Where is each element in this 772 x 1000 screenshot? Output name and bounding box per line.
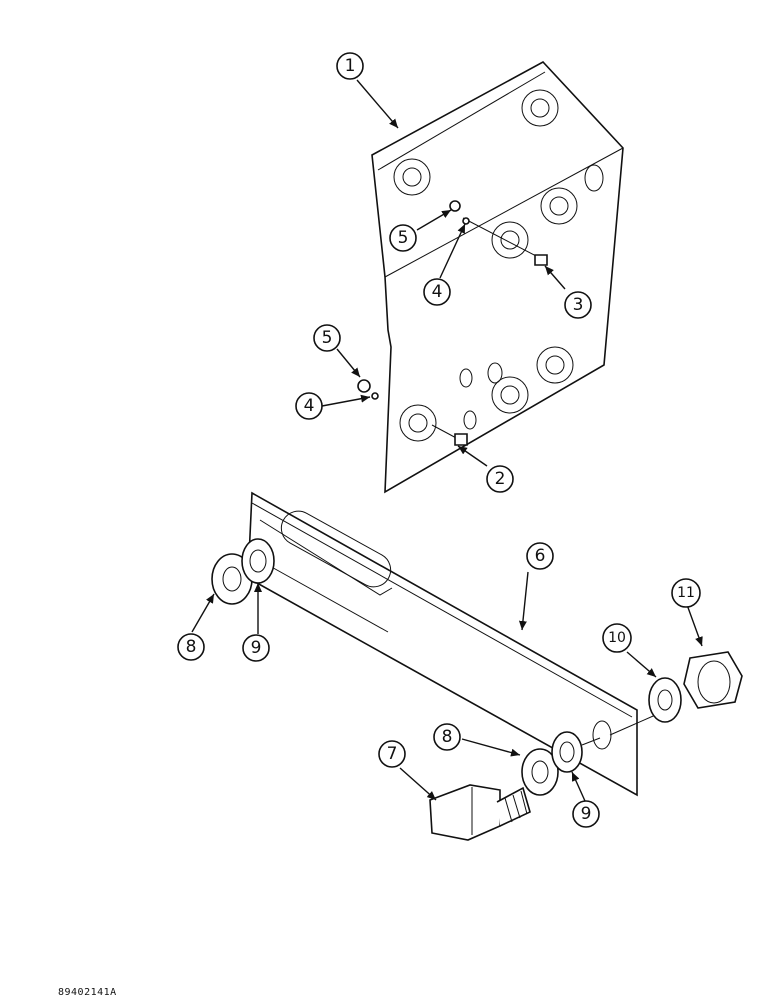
callout-1: 1 [336,52,364,80]
svg-text:10: 10 [608,630,626,646]
callout-9a: 9 [242,634,270,662]
callout-9b: 9 [572,800,600,828]
slotted-bar-part [247,491,661,797]
callout-5a: 5 [389,224,417,252]
callout-11: 11 [671,578,701,608]
svg-text:8: 8 [186,637,197,657]
svg-text:7: 7 [387,744,398,764]
svg-text:2: 2 [495,469,506,489]
svg-text:5: 5 [322,328,333,348]
bolt-assembly [429,731,601,841]
callout-4b: 4 [295,392,323,420]
callout-2: 2 [486,465,514,493]
leader-lines [191,79,703,802]
svg-text:4: 4 [432,282,443,302]
callout-8b: 8 [433,723,461,751]
callout-7: 7 [378,740,406,768]
svg-text:5: 5 [398,228,409,248]
nut-assembly [648,651,743,723]
callout-3: 3 [564,291,592,319]
figure-code: 89402141A [58,987,117,998]
callout-8a: 8 [177,633,205,661]
plate-part [357,61,624,494]
callout-6: 6 [526,542,554,570]
svg-text:6: 6 [535,546,546,566]
callout-5b: 5 [313,324,341,352]
svg-text:4: 4 [304,396,315,416]
washer-set-left [211,538,275,605]
callout-10: 10 [602,623,632,653]
svg-text:11: 11 [677,585,695,601]
svg-text:9: 9 [251,638,262,658]
svg-text:9: 9 [581,804,592,824]
svg-text:3: 3 [573,295,584,315]
svg-text:1: 1 [345,56,356,76]
svg-text:8: 8 [442,727,453,747]
callout-4a: 4 [423,278,451,306]
